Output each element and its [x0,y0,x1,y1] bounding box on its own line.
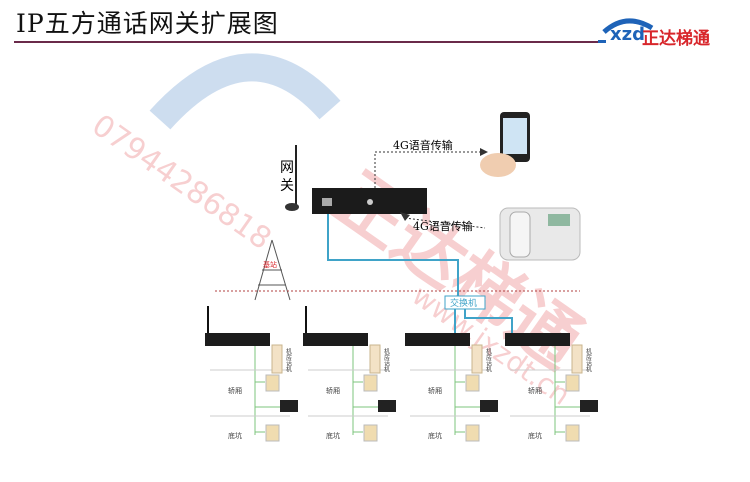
machine-room-phone-label: 机房话机 [383,347,390,373]
machine-room-phone-icon [271,344,283,374]
gateway-device [205,333,270,346]
gateway-device [405,333,470,346]
pit-intercom-icon [465,424,480,442]
link-mobile [374,151,480,188]
car-top-intercom-icon [580,400,598,412]
car-top-intercom-icon [378,400,396,412]
logo: xzd 正达梯通 [596,14,736,50]
pit-label: 底坑 [228,431,242,440]
car-top-intercom-icon [280,400,298,412]
tower-icon [254,239,291,301]
pit-label: 底坑 [528,431,542,440]
logo-cn: 正达梯通 [642,29,710,49]
machine-room-phone-label: 机房话机 [485,347,492,373]
pit-intercom-icon [265,424,280,442]
machine-room-phone-icon [369,344,381,374]
car-label: 轿厢 [428,386,442,395]
machine-room-phone-label: 机房话机 [585,347,592,373]
title-underline [14,41,604,43]
gateway-label-2: 关 [280,178,294,194]
car-intercom-icon [265,374,280,392]
pit-label: 底坑 [326,431,340,440]
machine-room-phone-label: 机房话机 [285,347,292,373]
machine-room-phone-icon [471,344,483,374]
link-phone [404,217,486,229]
car-label: 轿厢 [326,386,340,395]
gateway-label-1: 网 [280,160,294,176]
car-intercom-icon [465,374,480,392]
pit-intercom-icon [363,424,378,442]
page-title: IP五方通话网关扩展图 [16,9,279,38]
pit-intercom-icon [565,424,580,442]
link-mobile-label: 4G语音传输 [393,138,453,152]
tower-label: 基站 [263,260,277,269]
machine-room-phone-icon [571,344,583,374]
logo-latin: xzd [610,24,645,45]
house-logo-icon [598,18,654,43]
car-top-intercom-icon [480,400,498,412]
gateway-device [505,333,570,346]
pit-label: 底坑 [428,431,442,440]
switch-label: 交换机 [450,297,477,309]
car-intercom-icon [363,374,378,392]
watermark-phone: 07944286818 [85,108,277,257]
cable-gateway-switch [327,214,459,300]
gateway-device [303,333,368,346]
car-label: 轿厢 [528,386,542,395]
link-phone-label: 4G语音传输 [413,219,473,233]
car-intercom-icon [565,374,580,392]
car-label: 轿厢 [228,386,242,395]
